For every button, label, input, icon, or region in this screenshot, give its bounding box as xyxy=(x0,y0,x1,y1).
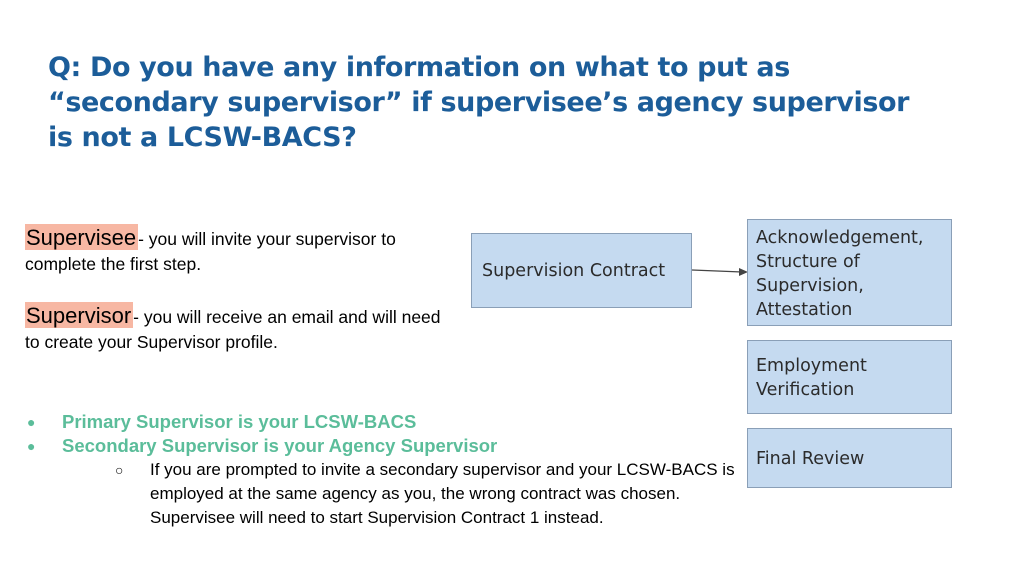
bullet-dot-icon: ● xyxy=(27,414,36,430)
final-review-label: Final Review xyxy=(756,449,865,469)
acknowledgement-label: Acknowledgement, Structure of Supervisio… xyxy=(756,228,924,320)
bullet-primary-text: Primary Supervisor is your LCSW-BACS xyxy=(62,411,417,432)
bullet-dot-icon: ● xyxy=(27,438,36,454)
supervisor-text: - you will receive an email and will nee… xyxy=(25,307,441,352)
sub-bullet: ○ If you are prompted to invite a second… xyxy=(62,458,765,530)
slide-title: Q: Do you have any information on what t… xyxy=(48,52,910,153)
employment-verification-label: Employment Verification xyxy=(756,356,867,400)
final-review-box: Final Review xyxy=(747,428,952,488)
employment-verification-box: Employment Verification xyxy=(747,340,952,414)
supervisee-text: - you will invite your supervisor to com… xyxy=(25,229,396,274)
sub-bullet-text: If you are prompted to invite a secondar… xyxy=(150,460,735,527)
supervision-contract-label: Supervision Contract xyxy=(482,260,666,281)
supervision-contract-box: Supervision Contract xyxy=(471,233,692,308)
sub-bullet-list: ○ If you are prompted to invite a second… xyxy=(62,458,745,530)
supervisor-label: Supervisor xyxy=(25,302,134,328)
bullet-secondary: ● Secondary Supervisor is your Agency Su… xyxy=(25,434,745,530)
bullet-circle-icon: ○ xyxy=(115,462,124,478)
bullet-list: ● Primary Supervisor is your LCSW-BACS ●… xyxy=(25,410,745,530)
supervisee-paragraph: Supervisee- you will invite your supervi… xyxy=(25,224,445,277)
bullet-primary: ● Primary Supervisor is your LCSW-BACS xyxy=(25,410,745,434)
acknowledgement-box: Acknowledgement, Structure of Supervisio… xyxy=(747,219,952,326)
bullet-secondary-text: Secondary Supervisor is your Agency Supe… xyxy=(62,435,498,456)
supervisor-paragraph: Supervisor- you will receive an email an… xyxy=(25,302,445,355)
supervisee-label: Supervisee xyxy=(25,224,139,250)
arrow-right-icon xyxy=(692,268,748,276)
